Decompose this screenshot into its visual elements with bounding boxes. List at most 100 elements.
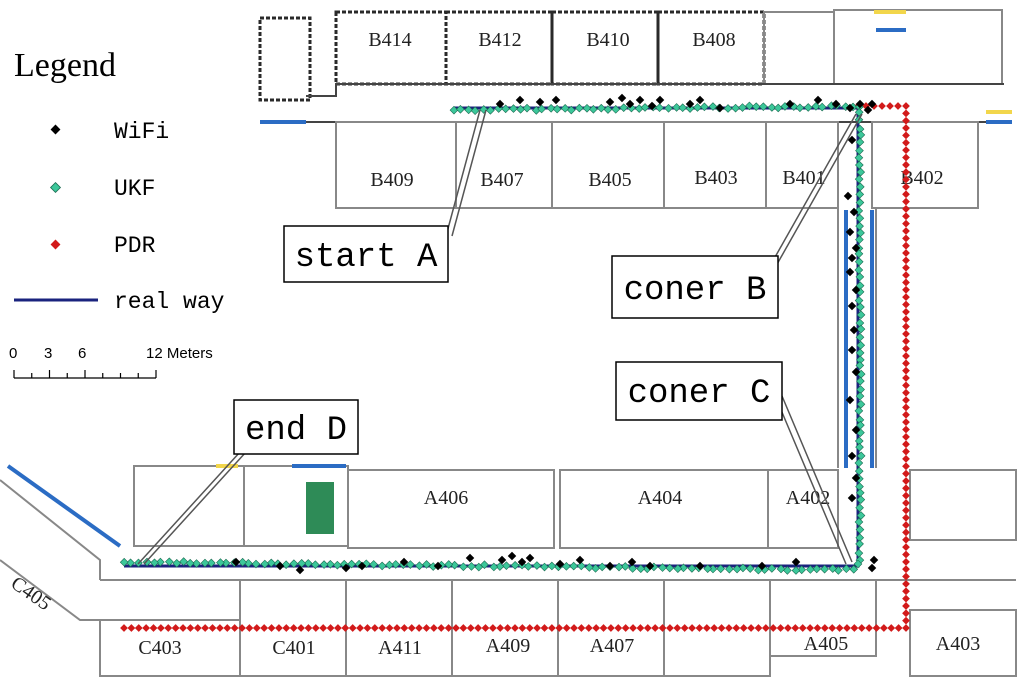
ukf-marker [820,564,829,574]
callout-c-leader [781,395,853,563]
pdr-marker [156,624,165,632]
wifi-marker [495,99,505,109]
wifi-marker [295,565,305,575]
ukf-marker [828,564,838,573]
pdr-marker [843,624,851,632]
ukf-marker [855,160,864,170]
pdr-marker [149,624,158,632]
pdr-marker [725,624,733,632]
pdr-marker [127,624,136,632]
ukf-marker [855,488,865,498]
ukf-marker [665,563,675,573]
ukf-marker [855,539,864,549]
pdr-marker [902,227,910,235]
ukf-marker [716,564,726,574]
ukf-marker [281,560,291,570]
ukf-marker [855,332,865,342]
pdr-marker [429,624,438,632]
room-b405-outline [551,121,665,209]
pdr-marker [902,263,910,272]
pdr-marker [629,624,637,632]
pdr-marker [902,330,910,338]
pdr-marker [902,344,910,353]
ukf-marker [179,557,188,566]
ukf-marker [856,376,865,386]
ukf-marker [842,564,851,574]
ukf-marker [347,559,356,569]
pdr-marker [902,241,910,250]
ukf-marker [459,562,468,572]
ukf-marker [738,563,748,573]
ukf-marker [855,198,865,207]
wifi-marker [433,561,443,571]
pdr-marker [902,278,910,287]
wifi-marker [465,553,475,563]
pdr-marker [902,506,910,515]
ukf-marker [854,153,864,163]
room-b409-outline [335,121,457,209]
ukf-marker [444,560,454,569]
ukf-marker [745,101,754,111]
ukf-marker [795,103,805,113]
ukf-marker [854,517,864,527]
pdr-marker [813,624,822,632]
pdr-marker [422,624,431,632]
pdr-marker [902,418,910,427]
callout-b-box [611,255,779,319]
pdr-marker [570,624,578,632]
pdr-marker [393,624,401,632]
ukf-marker [495,562,505,571]
scale-tick-12: 12 Meters [146,345,213,362]
room-a405-outline [769,579,877,657]
label-a406: A406 [424,487,468,509]
ukf-marker [172,558,182,568]
ukf-marker [854,249,864,259]
callout-b-leader [775,113,863,267]
pdr-marker [481,624,490,632]
callout-start-leader-2 [451,109,487,237]
pdr-marker [385,624,394,632]
ukf-marker [731,103,740,113]
pdr-marker [717,624,726,632]
ukf-marker [855,137,865,147]
ukf-marker [391,560,401,569]
label-a404: A404 [638,487,682,509]
ukf-marker [489,562,499,572]
wifi-marker [849,325,859,335]
ukf-marker [467,562,476,571]
ukf-marker [767,564,777,573]
ukf-marker [537,104,546,114]
callout-b-leader-2 [769,113,857,267]
legend-ukf-marker [49,181,62,194]
label-b412: B412 [478,29,521,51]
pdr-marker [902,175,910,184]
ukf-marker [297,559,306,568]
ukf-marker [560,104,570,113]
ukf-marker [591,564,600,573]
pdr-marker [378,624,387,632]
ukf-marker [685,104,695,113]
pdr-marker [902,153,910,162]
sw-diagonal-wall [0,479,101,580]
wifi-marker [525,553,535,563]
pdr-marker [902,572,910,581]
ukf-marker [575,103,584,113]
pdr-marker [304,624,313,632]
pdr-marker [747,624,755,632]
callout-end-text: end D [245,412,347,450]
wifi-marker [627,557,637,567]
ukf-marker [319,560,329,569]
ukf-marker [708,564,718,574]
ukf-marker [266,558,276,568]
pdr-marker [496,624,505,632]
wifi-marker [851,367,861,377]
ukf-marker [640,103,650,112]
pdr-marker [902,146,910,155]
ukf-marker [856,355,865,365]
ukf-marker [216,558,225,567]
pdr-marker [902,300,910,309]
label-a405: A405 [804,633,848,655]
legend-wifi-marker [50,124,61,135]
ukf-marker [658,563,667,572]
pdr-marker [791,624,800,632]
